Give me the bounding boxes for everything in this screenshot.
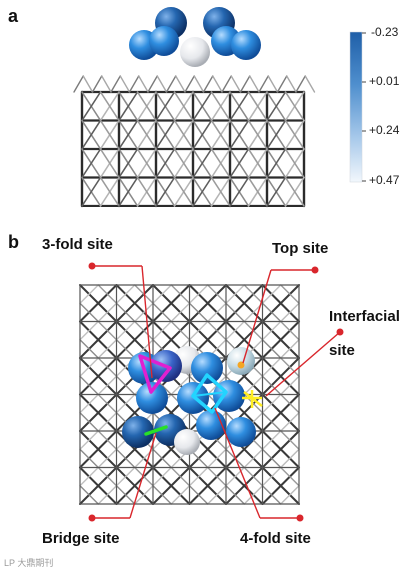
atom-b12 [226,417,256,447]
panel-a-slab [73,75,316,208]
four-fold-marker [191,373,228,414]
colorbar-ticks [362,32,366,182]
atom-white-1 [180,37,210,67]
label-bridge-site: Bridge site [42,530,120,547]
atom-b9 [122,416,154,448]
atom-b5 [191,352,223,384]
bridge-marker [144,425,168,436]
panel-a-adsorbates [129,7,261,67]
watermark: LP 大鼎期刊 [4,558,54,568]
callout-lines [88,262,344,522]
colorbar-tick-3: +0.24 [369,123,400,137]
atom-b6 [136,382,168,414]
atom-b2 [227,347,255,375]
top-marker [237,361,245,369]
panel-a-letter: a [8,6,19,26]
label-top-site: Top site [272,240,329,257]
colorbar-tick-1: -0.23 [371,25,399,39]
interfacial-marker [242,390,263,408]
three-fold-marker [138,354,172,394]
site-markers [138,354,263,436]
atom-mid-4 [231,30,261,60]
label-three-fold-site: 3-fold site [42,236,113,253]
label-interfacial-site-2: site [329,342,355,359]
colorbar-tick-2: +0.01 [369,74,400,88]
colorbar-tick-4: +0.47 [369,173,400,187]
four-fold-diagonal [192,391,227,397]
label-four-fold-site: 4-fold site [240,530,311,547]
atom-mid-2 [149,26,179,56]
label-interfacial-site-1: Interfacial [329,308,400,325]
colorbar [349,31,363,183]
atom-b13 [174,429,200,455]
panel-b-letter: b [8,232,19,252]
